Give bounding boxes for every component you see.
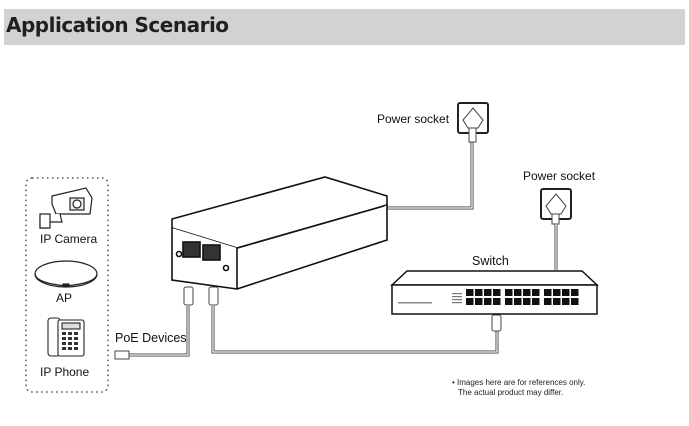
switch-port	[571, 289, 579, 296]
switch-port	[505, 289, 513, 296]
switch-port	[493, 289, 501, 296]
switch-port	[562, 289, 570, 296]
ip-phone-label: IP Phone	[40, 365, 89, 379]
switch-port	[514, 289, 522, 296]
poe-devices-group-box	[25, 177, 109, 393]
switch-port	[523, 289, 531, 296]
ip-camera-label: IP Camera	[40, 232, 97, 246]
switch-port	[532, 298, 540, 305]
switch-port	[553, 289, 561, 296]
power-socket-1-label: Power socket	[377, 112, 450, 126]
switch-port	[544, 289, 552, 296]
switch-port	[484, 298, 492, 305]
switch-port	[514, 298, 522, 305]
injector-power-cable	[385, 142, 474, 210]
switch-label: Switch	[472, 254, 509, 268]
poe-devices-label: PoE Devices	[115, 331, 187, 345]
network-switch-icon	[390, 270, 599, 315]
switch-port	[523, 298, 531, 305]
switch-port	[484, 289, 492, 296]
power-socket-icon	[457, 102, 489, 143]
ip-phone-icon	[47, 317, 85, 357]
disclaimer-line-1: • Images here are for references only.	[452, 378, 586, 387]
access-point-icon	[34, 260, 98, 288]
switch-port	[475, 289, 483, 296]
switch-port	[466, 298, 474, 305]
page-title: Application Scenario	[6, 13, 229, 37]
switch-port	[562, 298, 570, 305]
switch-port	[475, 298, 483, 305]
disclaimer-line-2: The actual product may differ.	[458, 388, 564, 397]
data-cable	[208, 286, 502, 354]
poe-injector-icon	[171, 176, 388, 290]
switch-port	[493, 298, 501, 305]
switch-port	[505, 298, 513, 305]
disclaimer-note: • Images here are for references only. T…	[452, 378, 585, 398]
ip-camera-icon	[39, 187, 93, 229]
switch-port	[532, 289, 540, 296]
ap-label: AP	[56, 291, 72, 305]
header-band	[4, 9, 685, 45]
power-socket-icon	[540, 188, 572, 225]
switch-port	[553, 298, 561, 305]
switch-port	[571, 298, 579, 305]
power-socket-2-label: Power socket	[523, 169, 596, 183]
switch-port	[466, 289, 474, 296]
switch-port	[544, 298, 552, 305]
poe-device-cable	[114, 286, 194, 360]
